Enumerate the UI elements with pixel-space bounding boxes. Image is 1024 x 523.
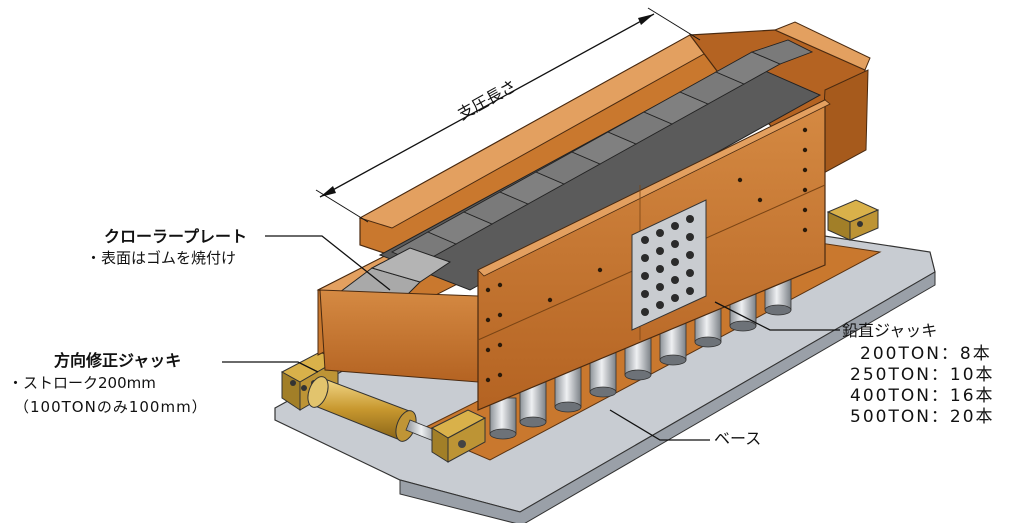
leader-base	[609, 409, 710, 441]
leader-crawler-plate	[265, 235, 391, 291]
leader-vertical-jack	[714, 301, 840, 331]
leader-lines	[222, 235, 840, 441]
direction-jack-note1: ・ストローク200mm	[8, 374, 156, 392]
span-length-dimension	[315, 7, 701, 223]
direction-jack-title: 方向修正ジャッキ	[54, 351, 182, 370]
vertical-jack-spec-400: 400TON：16本	[850, 386, 995, 406]
vertical-jack-title: 鉛直ジャッキ	[842, 321, 938, 340]
leader-direction-jack	[222, 361, 319, 373]
crawler-plates	[334, 39, 822, 333]
vertical-jack-spec-250: 250TON：10本	[850, 365, 995, 385]
base-bracket	[826, 199, 880, 241]
crawler-plate-note: ・表面はゴムを焼付け	[86, 249, 237, 267]
base-label: ベース	[714, 429, 762, 448]
vertical-jack-spec-500: 500TON：20本	[850, 407, 995, 427]
direction-jack-note2: （100TONのみ100mm）	[14, 398, 208, 416]
direction-jack	[280, 351, 487, 463]
vertical-jack-spec-200: 200TON：8本	[860, 344, 992, 364]
crawler-plate-title: クローラープレート	[104, 227, 248, 246]
bolt-plate	[631, 199, 707, 331]
